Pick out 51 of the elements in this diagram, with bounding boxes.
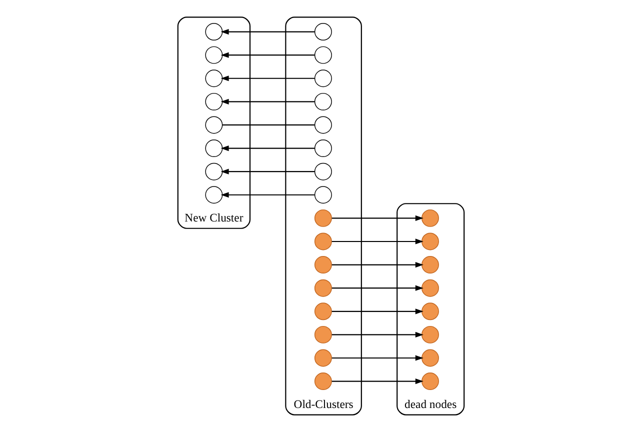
node-circle: [314, 23, 332, 41]
node-circle: [205, 186, 223, 204]
node-circle: [314, 256, 332, 274]
node-circle: [314, 232, 332, 250]
arrow: [332, 355, 424, 361]
node-circle: [314, 70, 332, 88]
node-circle: [314, 116, 332, 134]
node-circle: [422, 279, 439, 297]
node-circle: [422, 372, 439, 390]
node-circle: [422, 232, 439, 250]
arrow: [220, 28, 315, 35]
arrow: [220, 76, 315, 82]
node-circle: [205, 23, 223, 41]
node-circle: [314, 162, 332, 180]
arrow: [220, 145, 315, 152]
node-circle: [314, 92, 332, 110]
cluster: Old-Clusters: [285, 16, 362, 416]
node-circle: [314, 140, 332, 158]
arrow: [332, 285, 424, 291]
node-circle: [205, 46, 223, 64]
node-circle: [314, 302, 332, 320]
node-circle: [205, 140, 223, 158]
node-circle: [314, 349, 332, 367]
node-circle: [314, 209, 332, 227]
arrow: [332, 378, 424, 384]
arrow: [332, 215, 424, 221]
node-circle: [314, 46, 332, 64]
node-circle: [314, 279, 332, 297]
node-circle: [422, 209, 439, 227]
node-circle: [205, 116, 223, 134]
node-circle: [314, 326, 332, 344]
arrow: [332, 262, 424, 268]
arrow: [332, 308, 424, 314]
arrow: [220, 168, 315, 174]
connector: [222, 124, 315, 126]
node-circle: [205, 92, 223, 110]
node-circle: [205, 70, 223, 88]
arrow: [332, 332, 424, 338]
cluster: New Cluster: [177, 16, 251, 229]
arrow: [220, 192, 315, 198]
node-circle: [422, 349, 439, 367]
node-circle: [205, 162, 223, 180]
node-circle: [422, 326, 439, 344]
node-circle: [422, 256, 439, 274]
arrow: [332, 238, 424, 244]
arrow: [220, 52, 315, 58]
node-circle: [314, 186, 332, 204]
node-circle: [314, 372, 332, 390]
node-circle: [422, 302, 439, 320]
cluster: dead nodes: [396, 203, 465, 416]
arrow: [220, 98, 315, 104]
